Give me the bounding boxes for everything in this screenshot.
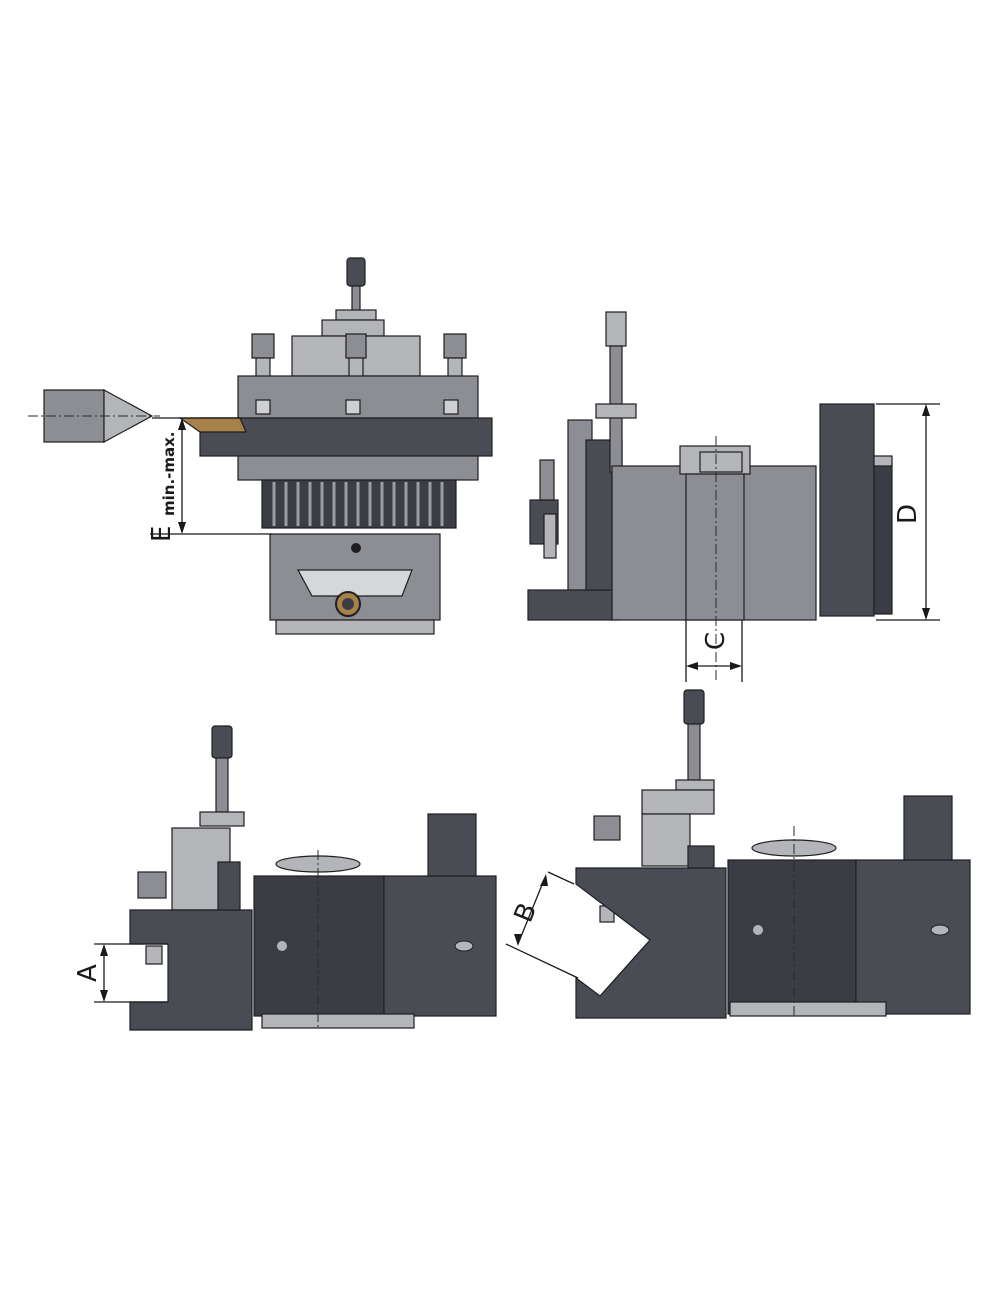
holder-b-body [575, 867, 727, 1019]
holder-a-cylinder [253, 875, 385, 1017]
dim-d-letter: D [893, 504, 923, 524]
dim-b-letter: B [509, 899, 543, 927]
dim-a-letter: A [73, 964, 103, 982]
dim-c-letter: C [701, 632, 731, 650]
holder-b-cylinder [727, 859, 857, 1015]
side-knob [605, 311, 627, 347]
holder-view-a: A [73, 725, 497, 1031]
left-bolt [251, 333, 275, 359]
dim-e-range: min.-max. [160, 432, 178, 517]
tool-holder-bar [199, 417, 493, 457]
front-view-toolpost: E min.-max. [28, 257, 493, 635]
side-view-toolpost: D C [527, 311, 940, 682]
side-right-block [819, 403, 875, 617]
serration-ring [261, 479, 457, 529]
holder-a-body [129, 909, 253, 1031]
holder-view-b: B [505, 689, 971, 1019]
dim-e-letter: E [147, 526, 177, 542]
top-knob [346, 257, 366, 287]
right-bolt [443, 333, 467, 359]
